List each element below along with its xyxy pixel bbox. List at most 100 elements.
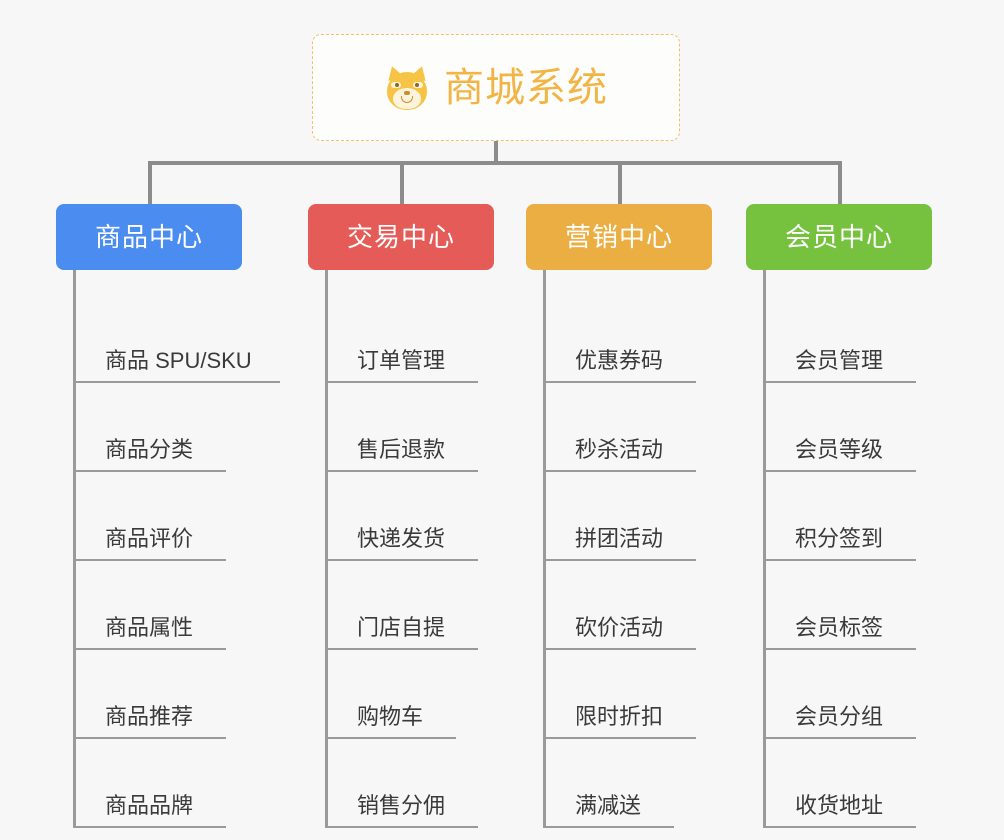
leaf-label: 限时折扣 [575, 703, 664, 729]
leaf-label: 收货地址 [795, 792, 884, 818]
leaf-item[interactable]: 商品分类 [73, 383, 296, 472]
leaf-item[interactable]: 会员管理 [763, 294, 986, 383]
leaf-label: 砍价活动 [575, 614, 664, 640]
connector-drop-branch-1 [148, 161, 152, 206]
leaf-label: 优惠券码 [575, 347, 664, 373]
leaf-item[interactable]: 拼团活动 [543, 472, 766, 561]
branch-column-product-center: 商品中心 商品 SPU/SKU 商品分类 商品评价 商品属性 [56, 204, 296, 828]
branch-column-member-center: 会员中心 会员管理 会员等级 积分签到 会员标签 [746, 204, 986, 828]
leaf-item[interactable]: 商品 SPU/SKU [73, 294, 296, 383]
leaf-label: 商品 SPU/SKU [105, 347, 252, 373]
leaf-item[interactable]: 订单管理 [325, 294, 548, 383]
leaf-underline [543, 470, 696, 472]
leaf-underline [73, 381, 280, 383]
leaf-item[interactable]: 快递发货 [325, 472, 548, 561]
leaf-underline [325, 381, 478, 383]
leaf-label: 商品评价 [105, 525, 194, 551]
leaf-label: 订单管理 [357, 347, 446, 373]
leaf-item[interactable]: 商品属性 [73, 561, 296, 650]
leaf-label: 售后退款 [357, 436, 446, 462]
leaf-item[interactable]: 秒杀活动 [543, 383, 766, 472]
leaf-item[interactable]: 限时折扣 [543, 650, 766, 739]
leaf-label: 会员管理 [795, 347, 884, 373]
leaf-underline [73, 648, 226, 650]
connector-drop-branch-4 [838, 161, 842, 206]
leaf-label: 满减送 [575, 792, 642, 818]
branch-header-label: 营销中心 [564, 222, 673, 252]
branch-header-label: 交易中心 [346, 222, 455, 252]
leaf-underline [325, 648, 478, 650]
shiba-dog-icon [384, 63, 430, 111]
leaf-underline [543, 737, 696, 739]
connector-horizontal-bus [148, 161, 842, 165]
leaf-item[interactable]: 满减送 [543, 739, 766, 828]
leaf-underline [543, 381, 696, 383]
leaf-underline [325, 826, 478, 828]
leaf-item[interactable]: 收货地址 [763, 739, 986, 828]
leaf-underline [73, 559, 226, 561]
leaf-item[interactable]: 销售分佣 [325, 739, 548, 828]
leaf-underline [73, 826, 226, 828]
leaf-label: 销售分佣 [357, 792, 446, 818]
leaf-item[interactable]: 会员标签 [763, 561, 986, 650]
leaf-item[interactable]: 商品评价 [73, 472, 296, 561]
branch-spine [543, 270, 546, 828]
branch-header-label: 商品中心 [94, 222, 203, 252]
connector-root-stem [494, 141, 498, 165]
branch-column-trade-center: 交易中心 订单管理 售后退款 快递发货 门店自提 [308, 204, 548, 828]
leaf-label: 商品属性 [105, 614, 194, 640]
branch-spine [325, 270, 328, 828]
leaf-underline [763, 648, 916, 650]
branch-header-label: 会员中心 [784, 222, 893, 252]
leaf-label: 门店自提 [357, 614, 446, 640]
leaf-list-member-center: 会员管理 会员等级 积分签到 会员标签 会员分组 [763, 294, 986, 828]
leaf-label: 商品推荐 [105, 703, 194, 729]
leaf-label: 会员标签 [795, 614, 884, 640]
branch-body-member-center: 会员管理 会员等级 积分签到 会员标签 会员分组 [763, 270, 986, 828]
leaf-label: 购物车 [357, 703, 424, 729]
leaf-item[interactable]: 砍价活动 [543, 561, 766, 650]
leaf-label: 秒杀活动 [575, 436, 664, 462]
connector-drop-branch-3 [618, 161, 622, 206]
leaf-underline [763, 470, 916, 472]
leaf-label: 会员等级 [795, 436, 884, 462]
leaf-underline [763, 381, 916, 383]
branch-body-marketing-center: 优惠券码 秒杀活动 拼团活动 砍价活动 限时折扣 [543, 270, 766, 828]
leaf-list-marketing-center: 优惠券码 秒杀活动 拼团活动 砍价活动 限时折扣 [543, 294, 766, 828]
branch-header-member-center[interactable]: 会员中心 [746, 204, 932, 270]
leaf-underline [543, 648, 696, 650]
leaf-underline [763, 737, 916, 739]
leaf-list-trade-center: 订单管理 售后退款 快递发货 门店自提 购物车 [325, 294, 548, 828]
leaf-underline [325, 737, 456, 739]
leaf-underline [325, 470, 478, 472]
leaf-item[interactable]: 会员分组 [763, 650, 986, 739]
leaf-underline [325, 559, 478, 561]
branch-body-trade-center: 订单管理 售后退款 快递发货 门店自提 购物车 [325, 270, 548, 828]
leaf-label: 积分签到 [795, 525, 884, 551]
leaf-item[interactable]: 售后退款 [325, 383, 548, 472]
leaf-item[interactable]: 购物车 [325, 650, 548, 739]
leaf-item[interactable]: 商品品牌 [73, 739, 296, 828]
root-node-shopping-mall-system[interactable]: 商城系统 [312, 34, 680, 141]
leaf-label: 拼团活动 [575, 525, 664, 551]
leaf-underline [763, 559, 916, 561]
branch-header-marketing-center[interactable]: 营销中心 [526, 204, 712, 270]
leaf-item[interactable]: 门店自提 [325, 561, 548, 650]
branch-column-marketing-center: 营销中心 优惠券码 秒杀活动 拼团活动 砍价活动 [526, 204, 766, 828]
leaf-underline [73, 470, 226, 472]
leaf-underline [543, 826, 674, 828]
leaf-item[interactable]: 商品推荐 [73, 650, 296, 739]
leaf-underline [73, 737, 226, 739]
leaf-item[interactable]: 会员等级 [763, 383, 986, 472]
leaf-label: 会员分组 [795, 703, 884, 729]
leaf-underline [763, 826, 916, 828]
leaf-item[interactable]: 优惠券码 [543, 294, 766, 383]
leaf-item[interactable]: 积分签到 [763, 472, 986, 561]
branch-body-product-center: 商品 SPU/SKU 商品分类 商品评价 商品属性 商品推荐 [73, 270, 296, 828]
branch-spine [763, 270, 766, 828]
branch-header-product-center[interactable]: 商品中心 [56, 204, 242, 270]
leaf-list-product-center: 商品 SPU/SKU 商品分类 商品评价 商品属性 商品推荐 [73, 294, 296, 828]
branch-header-trade-center[interactable]: 交易中心 [308, 204, 494, 270]
leaf-underline [543, 559, 696, 561]
leaf-label: 商品品牌 [105, 792, 194, 818]
